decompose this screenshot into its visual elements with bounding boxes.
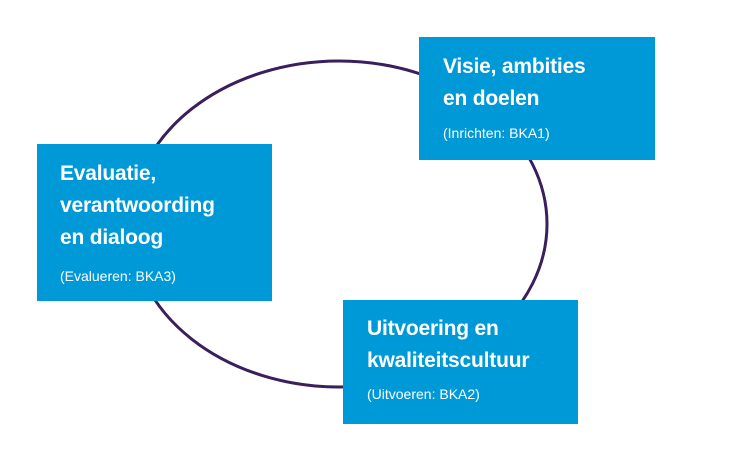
box-evaluatie-title-line-2: verantwoording: [60, 194, 215, 217]
box-uitvoering-subtitle: (Uitvoeren: BKA2): [367, 386, 480, 402]
box-visie-title-line-1: Visie, ambities: [443, 55, 586, 78]
box-evaluatie-subtitle: (Evalueren: BKA3): [60, 268, 176, 284]
box-evaluatie-title-line-1: Evaluatie,: [60, 162, 157, 185]
box-uitvoering-title: Uitvoering en kwaliteitscultuur: [367, 313, 578, 377]
box-evaluatie-verantwoording-dialoog: Evaluatie, verantwoording en dialoog (Ev…: [37, 144, 272, 301]
box-uitvoering-title-line-1: Uitvoering en: [367, 317, 499, 340]
box-visie-subtitle: (Inrichten: BKA1): [443, 125, 550, 141]
box-visie-ambities-doelen: Visie, ambities en doelen (Inrichten: BK…: [419, 37, 655, 160]
box-visie-title-line-2: en doelen: [443, 87, 540, 110]
box-evaluatie-title-line-3: en dialoog: [60, 226, 164, 249]
box-uitvoering-title-line-2: kwaliteitscultuur: [367, 349, 530, 372]
box-uitvoering-kwaliteitscultuur: Uitvoering en kwaliteitscultuur (Uitvoer…: [343, 300, 578, 424]
box-visie-title: Visie, ambities en doelen: [443, 51, 655, 115]
box-evaluatie-title: Evaluatie, verantwoording en dialoog: [60, 158, 272, 254]
